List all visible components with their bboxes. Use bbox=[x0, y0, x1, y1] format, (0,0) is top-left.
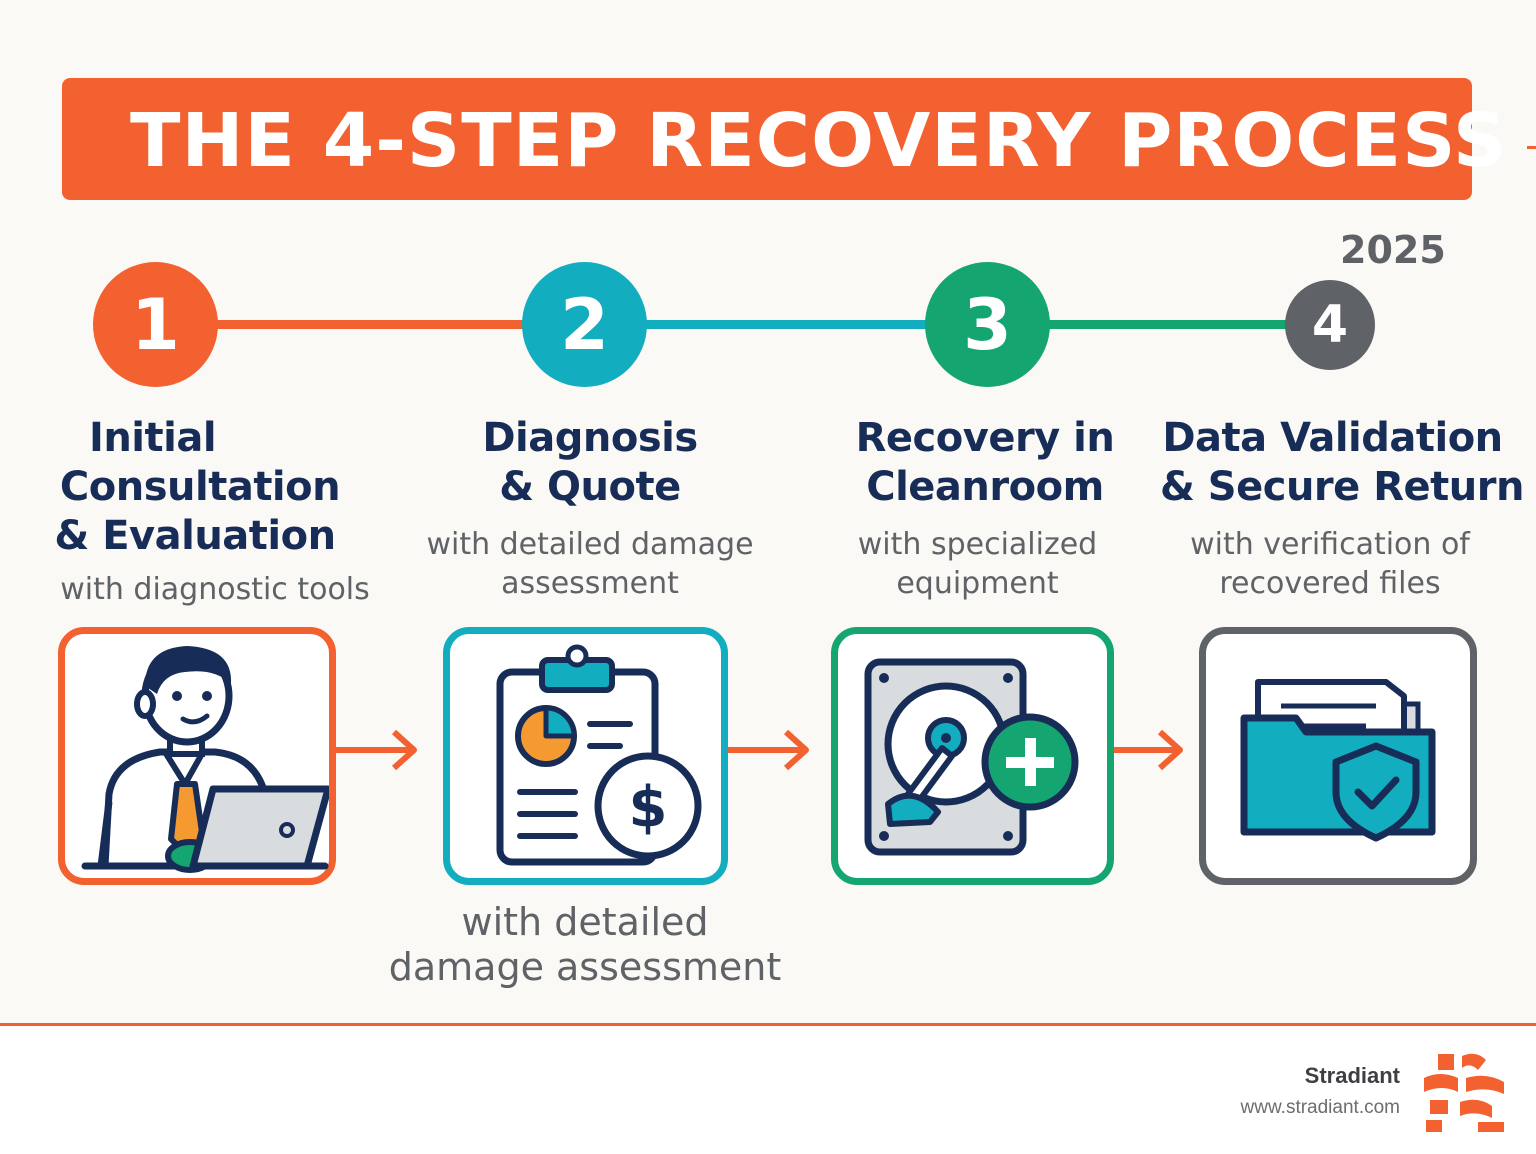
page-title: THE 4-STEP RECOVERY PROCESS bbox=[130, 98, 1508, 184]
footer-divider bbox=[0, 1023, 1536, 1026]
step-4-title-line-2: & Secure Return bbox=[1160, 464, 1524, 510]
arrow-3-to-4 bbox=[1114, 729, 1183, 771]
step-3-title-line-1: Recovery in bbox=[855, 415, 1115, 461]
step-4-icon-card bbox=[1199, 627, 1477, 885]
step-3-title-line-2: Cleanroom bbox=[866, 464, 1104, 510]
step-2-title-line-2: & Quote bbox=[499, 464, 681, 510]
arrow-1-to-2 bbox=[336, 729, 417, 771]
hard-drive-repair-icon bbox=[864, 658, 1079, 856]
step-4-number: 4 bbox=[1285, 280, 1375, 370]
step-2-title-line-1: Diagnosis bbox=[482, 415, 698, 461]
brand-name: Stradiant bbox=[1304, 1063, 1400, 1088]
timeline-segment-1 bbox=[205, 320, 535, 329]
stradiant-logo-icon bbox=[1424, 1053, 1504, 1132]
step-3-description-line-1: with specialized bbox=[857, 527, 1098, 562]
extra-note-line-2: damage assessment bbox=[388, 945, 782, 989]
timeline-segment-2 bbox=[635, 320, 935, 329]
extra-note: with detailed damage assessment bbox=[360, 900, 810, 990]
step-3-description-line-2: equipment bbox=[896, 566, 1059, 601]
year-label: 2025 bbox=[1340, 228, 1446, 272]
step-1-number: 1 bbox=[93, 262, 218, 387]
step-1-description-line-1: with diagnostic tools bbox=[60, 572, 370, 607]
step-1-icon-card bbox=[58, 627, 336, 885]
timeline-segment-3 bbox=[1035, 320, 1295, 329]
step-2-description-line-2: assessment bbox=[501, 566, 679, 601]
step-1-title-line-1: Initial bbox=[88, 415, 217, 461]
step-3-icon-card bbox=[831, 627, 1114, 885]
consultant-at-laptop-icon bbox=[81, 646, 329, 873]
title-banner bbox=[62, 78, 1472, 200]
step-2-number: 2 bbox=[522, 262, 647, 387]
step-4-title-line-1: Data Validation bbox=[1162, 415, 1503, 461]
step-2-description-line-1: with detailed damage bbox=[426, 527, 754, 562]
step-1-title-line-3: & Evaluation bbox=[54, 513, 336, 559]
clipboard-quote-icon: $ bbox=[496, 644, 702, 866]
brand-url[interactable]: www.stradiant.com bbox=[1240, 1097, 1400, 1118]
footer bbox=[0, 1026, 1536, 1154]
step-3-number: 3 bbox=[925, 262, 1050, 387]
arrow-2-to-3 bbox=[728, 729, 809, 771]
step-4-description-line-2: recovered files bbox=[1219, 566, 1441, 601]
svg-text:$: $ bbox=[629, 775, 668, 840]
edge-accent-mark bbox=[1527, 146, 1536, 149]
step-4-description-line-1: with verification of bbox=[1190, 527, 1470, 562]
step-2-icon-card: $ bbox=[443, 627, 728, 885]
extra-note-line-1: with detailed bbox=[461, 900, 709, 944]
step-1-title-line-2: Consultation bbox=[59, 464, 341, 510]
secure-folder-icon bbox=[1240, 679, 1436, 842]
